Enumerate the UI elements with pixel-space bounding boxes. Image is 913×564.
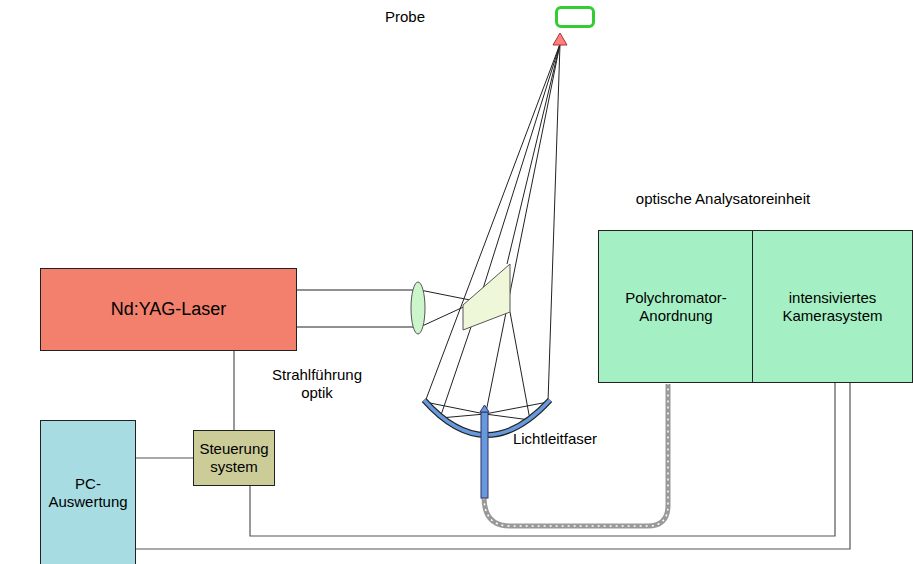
box-label: Nd:YAG-Laser xyxy=(111,299,227,321)
box-text-holder: intensiviertes Kamerasystem xyxy=(757,289,908,325)
box-label: Steuerung system xyxy=(198,440,270,476)
box-label: PC-Auswertung xyxy=(45,475,131,511)
probe-sample: Probe xyxy=(385,4,595,30)
deflection-prism xyxy=(463,264,510,330)
signal-line xyxy=(136,457,193,458)
control-box: Steuerung system xyxy=(193,430,275,486)
plasma-cone xyxy=(553,33,567,45)
analyzer-unit: optische AnalysatoreinheitPolychromator-… xyxy=(598,190,913,383)
box-text-holder: Polychromator-Anordnung xyxy=(603,289,749,325)
laser-box: Nd:YAG-Laser xyxy=(40,268,297,351)
box-label: Polychromator-Anordnung xyxy=(603,289,749,325)
laser-beam xyxy=(420,290,470,300)
sample-shape xyxy=(555,6,595,28)
pc-box: PC-Auswertung xyxy=(40,420,136,564)
box-text-holder: PC-Auswertung xyxy=(45,475,131,511)
laser-beam xyxy=(297,290,414,291)
optical-fibre xyxy=(484,384,668,526)
box-text-holder: Steuerung system xyxy=(198,440,270,476)
group-heading: optische Analysatoreinheit xyxy=(598,190,848,208)
optics-label: Strahlführung optik xyxy=(262,366,372,402)
light-rays xyxy=(425,44,560,420)
fibre-label: Lichtleitfaser xyxy=(500,430,610,448)
signal-line xyxy=(250,383,835,536)
fibre-tip xyxy=(480,405,489,412)
camera-box: intensiviertes Kamerasystem xyxy=(752,230,913,383)
optical-fibre xyxy=(484,384,668,526)
fibre-head xyxy=(481,412,488,498)
polychromator-box: Polychromator-Anordnung xyxy=(598,230,754,383)
box-label: intensiviertes Kamerasystem xyxy=(757,289,908,325)
focusing-lens xyxy=(411,282,425,334)
box-text-holder: Nd:YAG-Laser xyxy=(111,299,227,321)
signal-line xyxy=(233,351,234,430)
sample-label: Probe xyxy=(385,8,425,26)
laser-beam xyxy=(297,327,414,328)
signal-line xyxy=(136,383,850,549)
